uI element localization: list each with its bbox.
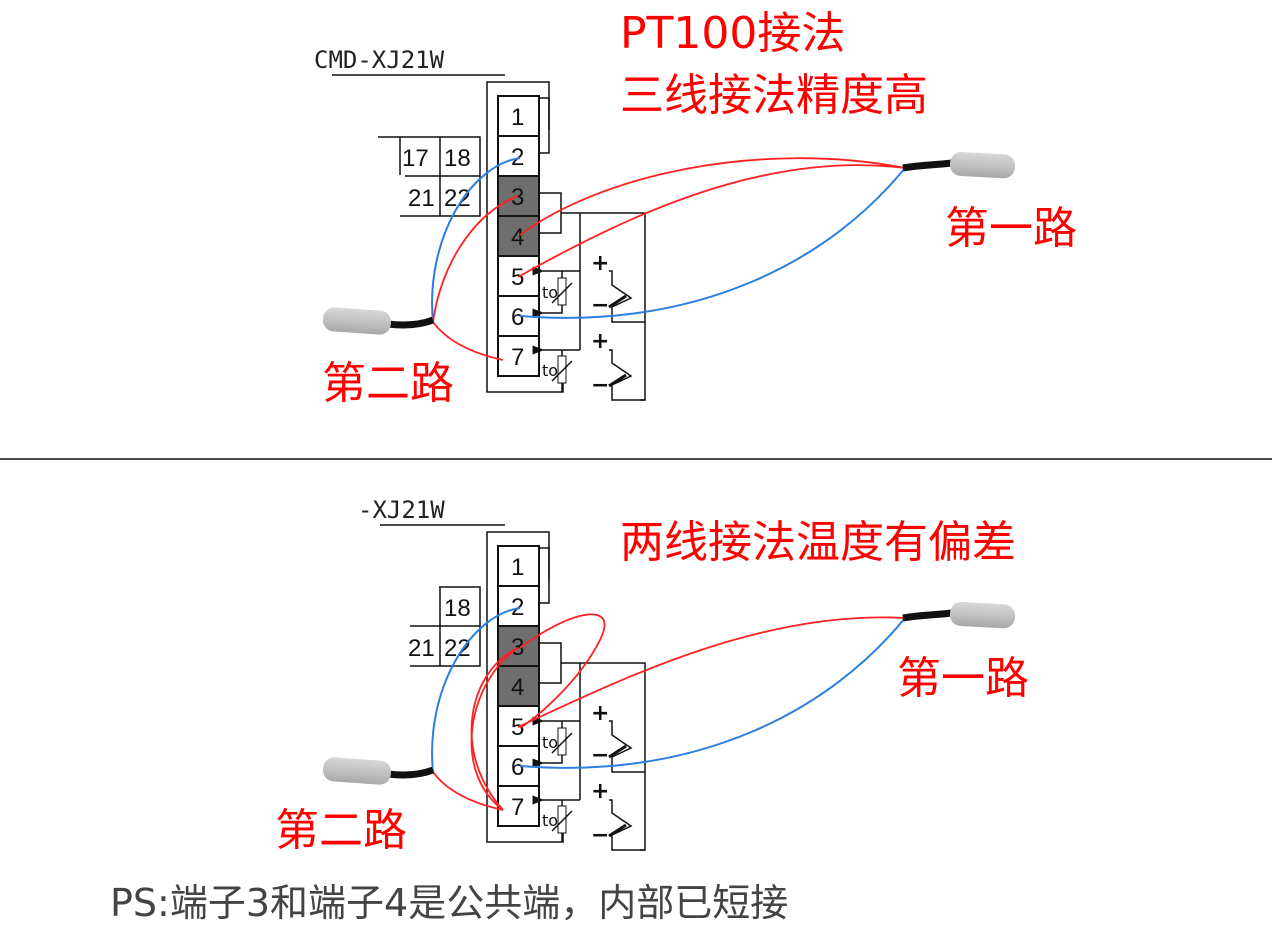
- minus-sign: −: [591, 293, 609, 318]
- link-3-4: [539, 192, 562, 234]
- terminal-4: [497, 215, 540, 257]
- wire-ch1-red-5: [517, 164, 906, 278]
- footnote: PS:端子3和端子4是公共端，内部已短接: [110, 881, 788, 925]
- internal-circuit: to to + − + −: [532, 212, 646, 401]
- terminal-3: [497, 175, 540, 217]
- probe-channel1: [902, 602, 1016, 629]
- svg-text:−: −: [591, 823, 609, 848]
- wire-ch2-red-7: [432, 771, 504, 811]
- wire-ch2-red-3-7: [470, 647, 519, 811]
- link-1-2: [539, 97, 550, 154]
- cell-17: 17: [402, 145, 429, 172]
- wire-ch1-blue-6: [519, 167, 906, 319]
- top-title-line1: PT100接法: [620, 8, 845, 59]
- wire-ch2-blue: [431, 157, 521, 323]
- sensor-symbol-label: to: [542, 283, 558, 302]
- probe-channel1: [902, 152, 1016, 179]
- wire-ch2-red-3: [432, 195, 519, 323]
- terminal-block: 1 2 3 4 5 6 7: [497, 95, 540, 377]
- side-cells: 18 21 22: [408, 586, 481, 667]
- wire-ch2-red-7: [432, 321, 504, 361]
- terminal-7: [497, 785, 540, 827]
- wires-bottom: [431, 607, 906, 811]
- channel2-label: 第二路: [322, 358, 454, 409]
- jumper-3-7: [470, 647, 519, 811]
- top-diagram: PT100接法 三线接法精度高 CMD-XJ21W 17 18 21 22 1: [314, 8, 1077, 409]
- terminal-3-label: 3: [511, 184, 524, 211]
- terminal-1-label: 1: [511, 104, 524, 131]
- svg-text:4: 4: [511, 674, 524, 701]
- probe-icon: [322, 307, 392, 335]
- model-label: -XJ21W: [358, 496, 445, 524]
- wires-top: [431, 157, 906, 361]
- probe-icon: [949, 152, 1016, 179]
- probe-channel2: [322, 757, 435, 785]
- terminal-bracket: [486, 81, 564, 393]
- link-3-4: [539, 642, 562, 684]
- svg-text:6: 6: [511, 754, 524, 781]
- cell-21: 21: [408, 185, 435, 212]
- svg-text:+: +: [591, 701, 609, 726]
- terminal-5-label: 5: [511, 264, 524, 291]
- cell-18: 18: [444, 595, 471, 622]
- probe-cable: [902, 159, 953, 172]
- wire-ch1-blue-6: [519, 617, 906, 769]
- svg-text:+: +: [591, 779, 609, 804]
- terminal-6-label: 6: [511, 304, 524, 331]
- terminal-4: [497, 665, 540, 707]
- probe-channel2: [322, 307, 435, 335]
- bottom-diagram: 两线接法温度有偏差 -XJ21W 18 21 22 1 2 3 4 5 6: [275, 496, 1029, 856]
- svg-text:to: to: [542, 361, 558, 380]
- terminal-bracket: [486, 531, 564, 843]
- jumper-3-5: [519, 613, 606, 729]
- svg-text:−: −: [591, 373, 609, 398]
- svg-text:to: to: [542, 733, 558, 752]
- side-cells: 17 18 21 22: [378, 136, 481, 217]
- plus-sign: +: [591, 251, 609, 276]
- bottom-title: 两线接法温度有偏差: [620, 517, 1016, 568]
- svg-text:−: −: [591, 743, 609, 768]
- probe-icon: [949, 602, 1016, 629]
- channel1-label: 第一路: [945, 203, 1077, 254]
- probe-cable: [387, 316, 435, 329]
- terminal-1: [497, 545, 540, 587]
- link-1-2: [539, 547, 550, 604]
- svg-text:5: 5: [511, 714, 524, 741]
- internal-circuit: to to + − + −: [532, 662, 646, 851]
- channel2-label: 第二路: [275, 805, 407, 856]
- cell-18: 18: [444, 145, 471, 172]
- terminal-7: [497, 335, 540, 377]
- wire-ch1-red-5: [517, 616, 906, 728]
- terminal-1: [497, 95, 540, 137]
- terminal-block: 1 2 3 4 5 6 7: [497, 545, 540, 827]
- cell-21: 21: [408, 635, 435, 662]
- svg-text:1: 1: [511, 554, 524, 581]
- svg-text:to: to: [542, 811, 558, 830]
- terminal-7-label: 7: [511, 344, 524, 371]
- wire-ch1-red-4: [519, 157, 906, 236]
- model-label: CMD-XJ21W: [314, 46, 445, 74]
- svg-text:+: +: [591, 329, 609, 354]
- terminal-4-label: 4: [511, 224, 524, 251]
- probe-icon: [322, 757, 392, 785]
- channel1-label: 第一路: [897, 653, 1029, 704]
- wire-ch2-blue: [431, 607, 521, 773]
- svg-text:7: 7: [511, 794, 524, 821]
- top-title-line2: 三线接法精度高: [620, 70, 928, 121]
